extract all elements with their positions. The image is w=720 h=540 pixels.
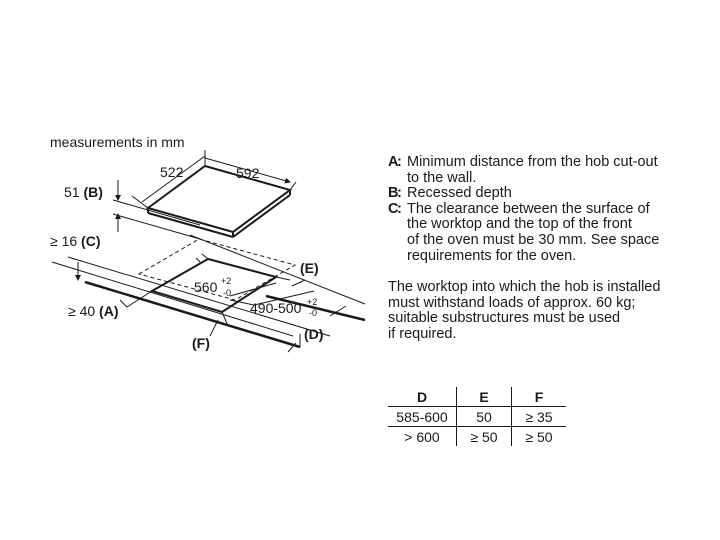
table-cell: 50 <box>456 406 512 427</box>
legend-text: Recessed depth <box>407 185 512 202</box>
legend-text: the worktop and the top of the front <box>407 216 632 233</box>
hob-width-label: 592 <box>236 165 260 181</box>
legend: A: Minimum distance from the hob cut-out… <box>388 154 708 264</box>
legend-item-b: B: Recessed depth <box>388 186 708 202</box>
note-line: suitable substructures must be used <box>388 310 621 327</box>
worktop <box>51 234 366 349</box>
label-d-leader <box>287 305 347 353</box>
note-line: The worktop into which the hob is instal… <box>388 279 661 295</box>
legend-key: B <box>388 185 399 202</box>
cutout-width-tol-minus: -0 <box>309 308 317 318</box>
label-f-leader <box>209 319 219 337</box>
table-header-d: D <box>388 387 457 407</box>
label-d: (D) <box>304 326 323 342</box>
label-e-leader <box>291 279 306 287</box>
legend-text: of the oven must be 30 mm. See space <box>407 231 660 248</box>
table-cell: > 600 <box>388 426 457 446</box>
table-cell: 585-600 <box>388 406 457 427</box>
table-cell: ≥ 35 <box>511 406 566 427</box>
table-row: 585-600 50 ≥ 35 <box>388 406 566 427</box>
measurements-caption: measurements in mm <box>50 134 185 150</box>
dimension-table: D E F 585-600 50 ≥ 35 > 600 ≥ 50 ≥ 50 <box>388 387 566 446</box>
wall-distance-dimension <box>75 262 153 308</box>
cutout-width-label: 490-500 <box>250 300 302 316</box>
table-cell: ≥ 50 <box>456 426 512 446</box>
label-f: (F) <box>192 335 210 351</box>
cutout-depth-tol-plus: +2 <box>221 276 231 286</box>
note-line: if required. <box>388 325 457 342</box>
table-cell: ≥ 50 <box>525 428 553 445</box>
legend-text: The clearance between the surface of <box>407 200 650 217</box>
hob-depth-label: 522 <box>160 164 184 180</box>
cutout-depth-tol-minus: -0 <box>223 288 231 298</box>
label-e: (E) <box>300 260 319 276</box>
worktop-load-note: The worktop into which the hob is instal… <box>388 279 708 342</box>
note-line: must withstand loads of approx. 60 kg; <box>388 294 636 311</box>
recess-dimension <box>112 180 201 240</box>
clearance-value-label: ≥ 16 (C) <box>50 233 100 249</box>
cutout-width-tol-plus: +2 <box>307 297 317 307</box>
table-row: > 600 ≥ 50 ≥ 50 <box>388 426 566 446</box>
table-header-f: F <box>511 387 566 407</box>
legend-text: Minimum distance from the hob cut-out <box>407 154 658 170</box>
table-header-row: D E F <box>388 387 566 407</box>
wall-distance-label: ≥ 40 (A) <box>68 303 118 319</box>
cutout-depth-label: 560 <box>194 279 218 295</box>
cutout-dimension-lines <box>195 253 315 327</box>
recess-value-label: 51 (B) <box>64 184 103 200</box>
legend-key: A <box>388 154 399 170</box>
legend-text: requirements for the oven. <box>407 247 577 264</box>
legend-text: to the wall. <box>407 169 477 186</box>
legend-item-a: A: Minimum distance from the hob cut-out… <box>388 154 708 186</box>
table-header-e: E <box>456 387 512 407</box>
hob-dimension-lines <box>131 150 297 209</box>
legend-key: C <box>388 200 399 217</box>
legend-item-c: C: The clearance between the surface of … <box>388 200 708 264</box>
